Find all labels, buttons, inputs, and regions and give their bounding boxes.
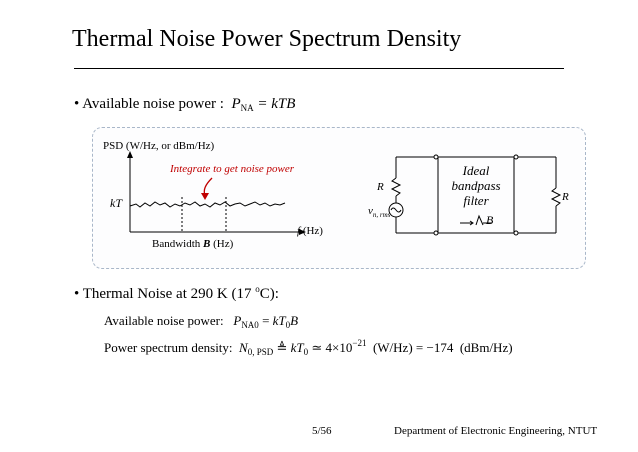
filter-B-label: B [486,213,494,227]
bullet1-text: Available noise power : [82,96,224,112]
page-number: 5/56 [312,425,332,437]
department-footer: Department of Electronic Engineering, NT… [394,425,598,437]
formula-rhs: = kTB [257,96,296,112]
psd-axis-label: PSD (W/Hz, or dBm/Hz) [103,140,215,152]
formula-P-sub: NA [240,103,254,113]
available-noise-power-line: Available noise power: PNA0 = kT0B [104,313,299,330]
circuit-terminals [433,154,519,236]
annotation-integrate: Integrate to get noise power [170,163,295,175]
slide-title: Thermal Noise Power Spectrum Density [72,26,462,52]
filter-label: Ideal bandpass filter [451,163,501,208]
noise-trace [129,201,286,208]
formula-P: P [231,96,241,112]
kT-label: kT [110,196,122,210]
circuit-diagram [388,156,562,234]
figure-box [92,127,586,269]
annotation-arrow-head [201,193,209,200]
resistor-right-label: R [562,191,569,203]
source-label: vn, rms [368,205,391,219]
x-arrow-head [299,229,306,235]
y-arrow-head [127,151,133,158]
f-axis-label: f (Hz) [297,225,323,237]
resistor-left-label: R [377,181,384,193]
title-divider [74,68,564,69]
bullet-thermal-noise: • Thermal Noise at 290 K (17 oC): [74,284,279,302]
bullet-available-noise-power: • Available noise power : PNA = kTB [74,96,296,113]
bandwidth-label: Bandwidth B (Hz) [152,238,234,250]
power-spectrum-density-line: Power spectrum density: N0, PSD ≜ kT0 ≃ … [104,338,513,357]
